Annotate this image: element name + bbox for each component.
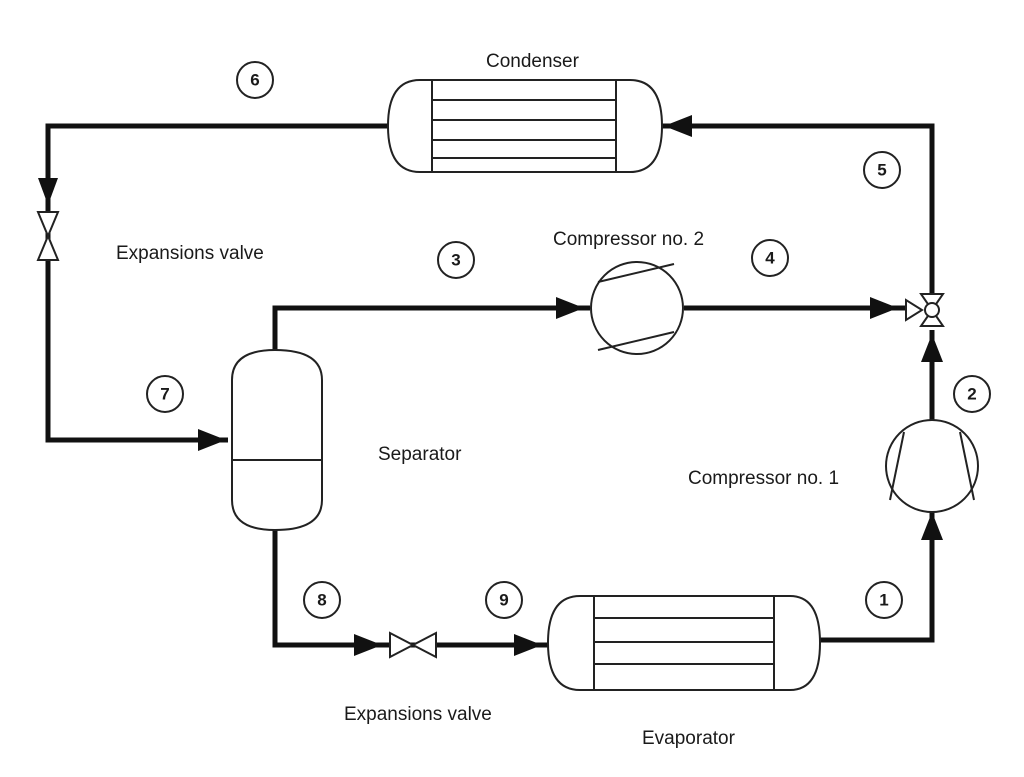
svg-text:2: 2 <box>967 385 976 404</box>
condenser-label: Condenser <box>486 51 580 72</box>
svg-text:5: 5 <box>877 161 886 180</box>
pipe-network <box>45 123 935 648</box>
mixing-valve <box>905 293 945 327</box>
pipe-mixer-to-condenser <box>660 123 935 294</box>
arrow-into-compressor-2 <box>556 297 584 319</box>
svg-text:7: 7 <box>160 385 169 404</box>
state-points: 1 2 3 4 5 6 7 8 <box>146 61 991 619</box>
state-point-6: 6 <box>236 61 274 99</box>
evaporator-label: Evaporator <box>642 728 736 749</box>
pipe-evaporator-to-compressor-1 <box>818 512 935 643</box>
state-point-1: 1 <box>865 581 903 619</box>
pipe-separator-to-evaporator <box>272 530 550 648</box>
arrow-into-evaporator <box>514 634 542 656</box>
flow-arrows <box>38 115 943 656</box>
compressor-2-label: Compressor no. 2 <box>553 229 704 250</box>
svg-text:4: 4 <box>765 249 775 268</box>
state-point-9: 9 <box>485 581 523 619</box>
separator-label: Separator <box>378 444 462 465</box>
arrow-into-mixer <box>870 297 898 319</box>
expansion-valve-top-label: Expansions valve <box>116 243 264 264</box>
compressor-2 <box>590 261 684 355</box>
evaporator <box>546 595 822 691</box>
state-point-3: 3 <box>437 241 475 279</box>
arrow-up-to-mixer <box>921 334 943 362</box>
pipe-condenser-to-separator <box>45 123 390 443</box>
expansion-valve-bottom <box>389 631 437 659</box>
svg-text:6: 6 <box>250 71 259 90</box>
state-point-4: 4 <box>751 239 789 277</box>
svg-text:3: 3 <box>451 251 460 270</box>
expansion-valve-top <box>36 211 60 261</box>
separator <box>231 348 323 532</box>
component-labels: Condenser Expansions valve Compressor no… <box>116 51 839 749</box>
svg-text:8: 8 <box>317 591 326 610</box>
arrow-into-condenser <box>664 115 692 137</box>
pipe-separator-to-compressor-2 <box>272 305 590 350</box>
arrow-into-bottom-valve <box>354 634 382 656</box>
svg-text:9: 9 <box>499 591 508 610</box>
state-point-7: 7 <box>146 375 184 413</box>
expansion-valve-bottom-label: Expansions valve <box>344 704 492 725</box>
compressor-1 <box>885 419 979 513</box>
compressor-1-label: Compressor no. 1 <box>688 468 839 489</box>
state-point-5: 5 <box>863 151 901 189</box>
condenser <box>386 79 664 173</box>
arrow-into-separator <box>198 429 226 451</box>
arrow-down-left-line <box>38 178 58 205</box>
state-point-8: 8 <box>303 581 341 619</box>
svg-text:1: 1 <box>879 591 888 610</box>
state-point-2: 2 <box>953 375 991 413</box>
arrow-up-to-compressor-1 <box>921 512 943 540</box>
